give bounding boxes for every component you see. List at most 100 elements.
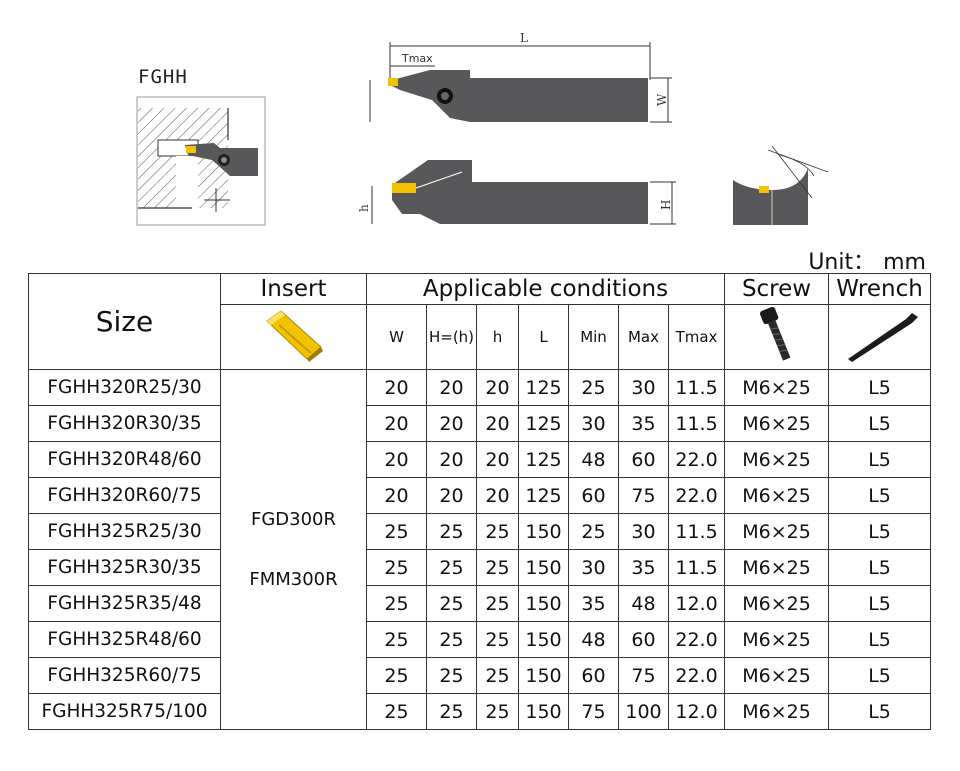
- screw-icon: [759, 306, 790, 361]
- cell-size: FGHH325R30/35: [28, 549, 221, 586]
- cell-w: 25: [366, 513, 427, 550]
- table-row: FGHH325R30/35 25 25 25 150 30 35 11.5 M6…: [28, 549, 932, 586]
- cell-h: 25: [476, 513, 519, 550]
- subheader-max: Max: [618, 304, 669, 370]
- cell-h: 25: [476, 657, 519, 694]
- cell-tmax: 22.0: [667, 621, 726, 658]
- cell-screw: M6×25: [724, 477, 830, 514]
- cell-wrench: L5: [828, 477, 932, 514]
- cell-wrench: L5: [828, 585, 932, 622]
- cell-l: 150: [518, 549, 569, 586]
- cell-wrench: L5: [828, 441, 932, 478]
- cell-wrench: L5: [828, 513, 932, 550]
- cell-H: 25: [426, 549, 477, 586]
- cell-h: 25: [476, 621, 519, 658]
- cell-h: 25: [476, 693, 519, 730]
- cell-min: 48: [568, 621, 619, 658]
- cell-max: 75: [618, 477, 669, 514]
- table-row: FGHH320R30/35 20 20 20 125 30 35 11.5 M6…: [28, 405, 932, 442]
- cell-h: 20: [476, 369, 519, 406]
- cell-tmax: 11.5: [667, 369, 726, 406]
- cell-H: 25: [426, 621, 477, 658]
- cell-max: 60: [618, 621, 669, 658]
- table-row: FGHH325R48/60 25 25 25 150 48 60 22.0 M6…: [28, 621, 932, 658]
- cell-wrench: L5: [828, 657, 932, 694]
- cell-size: FGHH320R48/60: [28, 441, 221, 478]
- model-label: FGHH: [138, 66, 188, 88]
- cell-l: 150: [518, 513, 569, 550]
- insert-model-2: FMM300R: [249, 568, 338, 590]
- table-row: FGHH320R60/75 20 20 20 125 60 75 22.0 M6…: [28, 477, 932, 514]
- unit-label-text: Unit：: [808, 250, 876, 275]
- drawings-svg: L Tmax W h H: [136, 31, 829, 226]
- cell-max: 30: [618, 513, 669, 550]
- unit-value: mm: [883, 250, 926, 275]
- end-view: [733, 145, 829, 225]
- cell-size: FGHH325R60/75: [28, 657, 221, 694]
- cell-l: 125: [518, 369, 569, 406]
- cell-size: FGHH320R60/75: [28, 477, 221, 514]
- cell-max: 60: [618, 441, 669, 478]
- cell-size: FGHH320R25/30: [28, 369, 221, 406]
- subheader-h: h: [476, 304, 519, 370]
- technical-drawings: FGHH L Tmax: [0, 0, 960, 245]
- cell-h: 25: [476, 585, 519, 622]
- cell-tmax: 22.0: [667, 441, 726, 478]
- cell-w: 25: [366, 693, 427, 730]
- cell-screw: M6×25: [724, 513, 830, 550]
- subheader-tmax: Tmax: [667, 304, 726, 370]
- cell-w: 25: [366, 657, 427, 694]
- cell-size: FGHH325R25/30: [28, 513, 221, 550]
- cell-H: 25: [426, 585, 477, 622]
- cell-h: 25: [476, 549, 519, 586]
- cell-l: 150: [518, 621, 569, 658]
- header-screw: Screw: [724, 273, 830, 305]
- cell-w: 20: [366, 405, 427, 442]
- cell-min: 60: [568, 477, 619, 514]
- cell-w: 25: [366, 549, 427, 586]
- table-row: FGHH325R35/48 25 25 25 150 35 48 12.0 M6…: [28, 585, 932, 622]
- cell-screw: M6×25: [724, 585, 830, 622]
- cell-H: 20: [426, 405, 477, 442]
- cell-tmax: 11.5: [667, 513, 726, 550]
- cell-screw: M6×25: [724, 405, 830, 442]
- cell-l: 125: [518, 477, 569, 514]
- cell-w: 20: [366, 477, 427, 514]
- cell-min: 60: [568, 657, 619, 694]
- cell-max: 75: [618, 657, 669, 694]
- cell-w: 25: [366, 621, 427, 658]
- dim-label-W: W: [655, 93, 669, 106]
- cell-min: 30: [568, 405, 619, 442]
- top-view: L Tmax W: [369, 31, 672, 123]
- cell-size: FGHH325R48/60: [28, 621, 221, 658]
- cell-h: 20: [476, 405, 519, 442]
- cell-min: 25: [568, 369, 619, 406]
- cell-min: 35: [568, 585, 619, 622]
- cell-h: 20: [476, 477, 519, 514]
- cell-wrench: L5: [828, 369, 932, 406]
- dim-label-L: L: [520, 31, 528, 45]
- subheader-l: L: [518, 304, 569, 370]
- header-size: Size: [28, 273, 221, 370]
- cell-H: 20: [426, 477, 477, 514]
- table-row: FGHH320R25/30 FGD300R FMM300R 20 20 20 1…: [28, 369, 932, 730]
- cell-size: FGHH325R75/100: [28, 693, 221, 730]
- cell-l: 150: [518, 693, 569, 730]
- cell-H: 25: [426, 657, 477, 694]
- cell-wrench: L5: [828, 621, 932, 658]
- table-row: FGHH320R48/60 20 20 20 125 48 60 22.0 M6…: [28, 441, 932, 478]
- hex-key-icon: [847, 313, 918, 362]
- cell-size: FGHH320R30/35: [28, 405, 221, 442]
- cell-size: FGHH325R35/48: [28, 585, 221, 622]
- header-conditions: Applicable conditions: [365, 273, 726, 305]
- cell-max: 30: [618, 369, 669, 406]
- cell-tmax: 22.0: [667, 477, 726, 514]
- wrench-image-cell: [828, 304, 932, 370]
- table-row: FGHH325R25/30 25 25 25 150 25 30 11.5 M6…: [28, 513, 932, 550]
- cell-tmax: 11.5: [667, 405, 726, 442]
- cell-screw: M6×25: [724, 657, 830, 694]
- table-row: FGHH325R75/100 25 25 25 150 75 100 12.0 …: [28, 693, 932, 730]
- cell-w: 20: [366, 369, 427, 406]
- cell-screw: M6×25: [724, 693, 830, 730]
- screw-image-cell: [724, 304, 830, 370]
